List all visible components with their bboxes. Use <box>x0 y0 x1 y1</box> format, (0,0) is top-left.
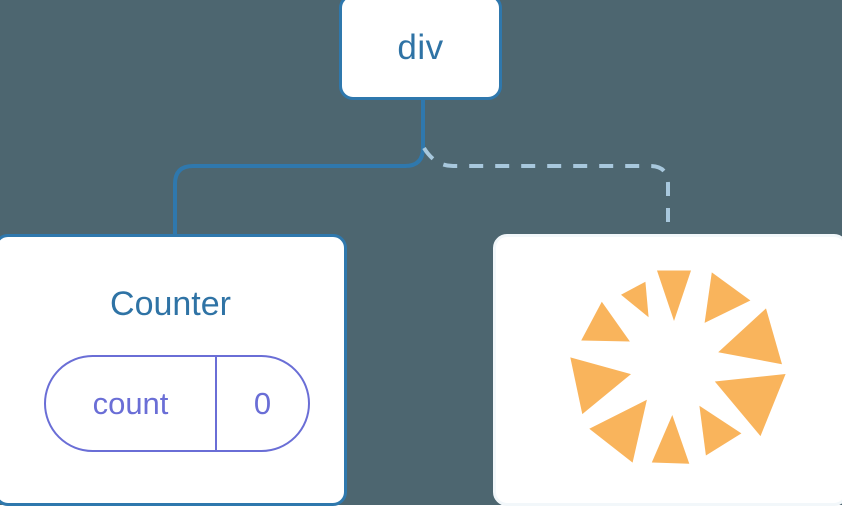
burst-ray-6 <box>589 399 647 463</box>
state-pill-value: 0 <box>253 385 272 421</box>
burst-ray-7 <box>570 357 631 415</box>
burst-ray-8 <box>581 301 630 342</box>
burst-ray-0 <box>657 270 691 321</box>
node-counter-title: Counter <box>110 285 231 323</box>
state-pill-key: count <box>46 357 217 450</box>
connector-div-to-counter <box>173 100 425 237</box>
node-div-label: div <box>397 27 444 67</box>
burst-ray-9 <box>621 281 649 318</box>
node-counter[interactable]: Counter count 0 <box>0 234 347 506</box>
state-pill-count[interactable]: count 0 <box>44 355 310 452</box>
burst-rays-group <box>570 270 786 464</box>
node-burst[interactable] <box>493 234 842 506</box>
burst-ray-5 <box>651 415 690 464</box>
burst-ray-1 <box>704 272 751 323</box>
burst-ray-2 <box>718 308 782 365</box>
node-div[interactable]: div <box>339 0 502 100</box>
burst-ray-3 <box>714 374 786 437</box>
render-burst-icon <box>570 270 786 464</box>
burst-ray-4 <box>699 405 742 456</box>
connector-div-to-burst <box>422 146 670 237</box>
